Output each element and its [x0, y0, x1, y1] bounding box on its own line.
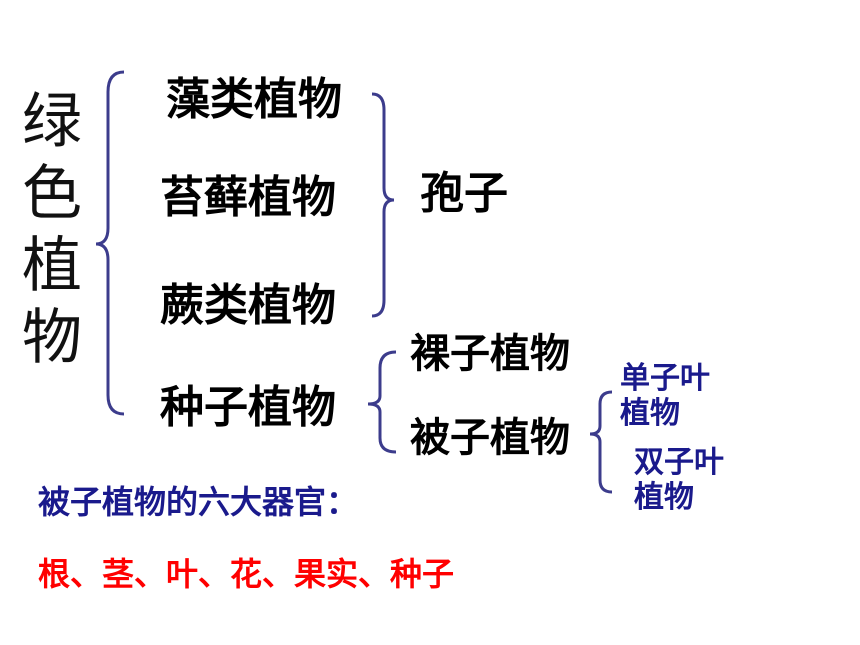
angiosperm-dicot: 双子叶 植物	[634, 445, 724, 515]
root-char: 色	[22, 159, 82, 229]
spore-label: 孢子	[420, 168, 508, 219]
group-fern: 蕨类植物	[160, 280, 336, 331]
spore-brace	[371, 92, 395, 318]
seed-group-gymnosperm: 裸子植物	[410, 331, 570, 377]
group-algae: 藻类植物	[166, 74, 342, 125]
seed-brace	[367, 350, 397, 454]
angiosperm-brace	[589, 390, 613, 494]
main-brace	[95, 70, 125, 416]
dicot-line: 双子叶	[634, 445, 724, 480]
group-moss: 苔藓植物	[160, 172, 336, 223]
root-char: 绿	[22, 87, 82, 157]
root-char: 植	[22, 231, 82, 301]
organs-title: 被子植物的六大器官：	[38, 483, 359, 521]
root-char: 物	[22, 303, 82, 373]
angiosperm-monocot: 单子叶 植物	[620, 361, 710, 431]
monocot-line: 单子叶	[620, 361, 710, 396]
monocot-line: 植物	[620, 395, 680, 431]
dicot-line: 植物	[634, 479, 694, 515]
seed-group-angiosperm: 被子植物	[410, 415, 570, 461]
organs-list: 根、茎、叶、花、果实、种子	[38, 555, 455, 593]
group-seed: 种子植物	[160, 382, 336, 433]
root-label-green-plants: 绿 色 植 物	[22, 92, 82, 380]
